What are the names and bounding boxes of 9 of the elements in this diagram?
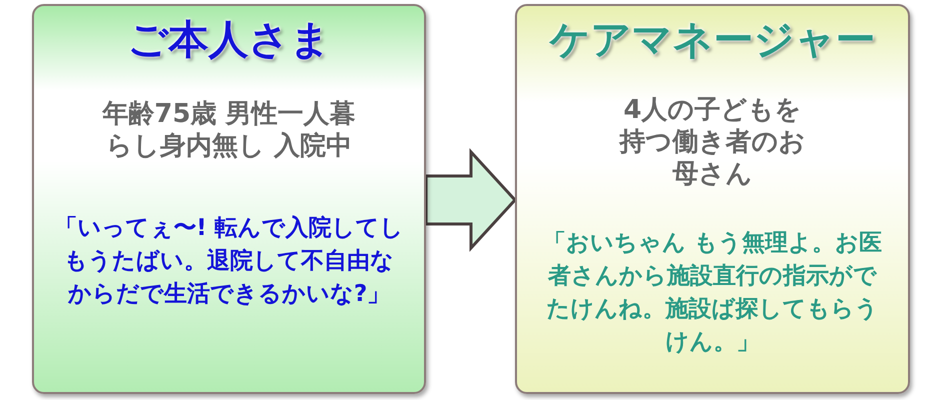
profile-card: [515, 4, 910, 394]
heading: ご本人さま: [126, 16, 332, 65]
profile-card: [32, 4, 426, 394]
quote-text: 「おいちゃん もう無理よ。お医者さんから施設直行の指示がでたけんね。施設ば探してもらうけん。」: [542, 229, 883, 357]
heading: ケアマネージャー: [548, 16, 876, 65]
block-arrow: [424, 148, 518, 252]
quote-text: 「いってぇ〜! 転んで入院してしもうたばい。退院して不自由なからだで生活できるかいな?」: [54, 214, 404, 309]
profile-text: 年齢75歳 男性一人暮らし身内無し 入院中: [101, 98, 357, 162]
profile-text: 4人の子どもを持つ働き者のお母さん: [618, 94, 806, 190]
